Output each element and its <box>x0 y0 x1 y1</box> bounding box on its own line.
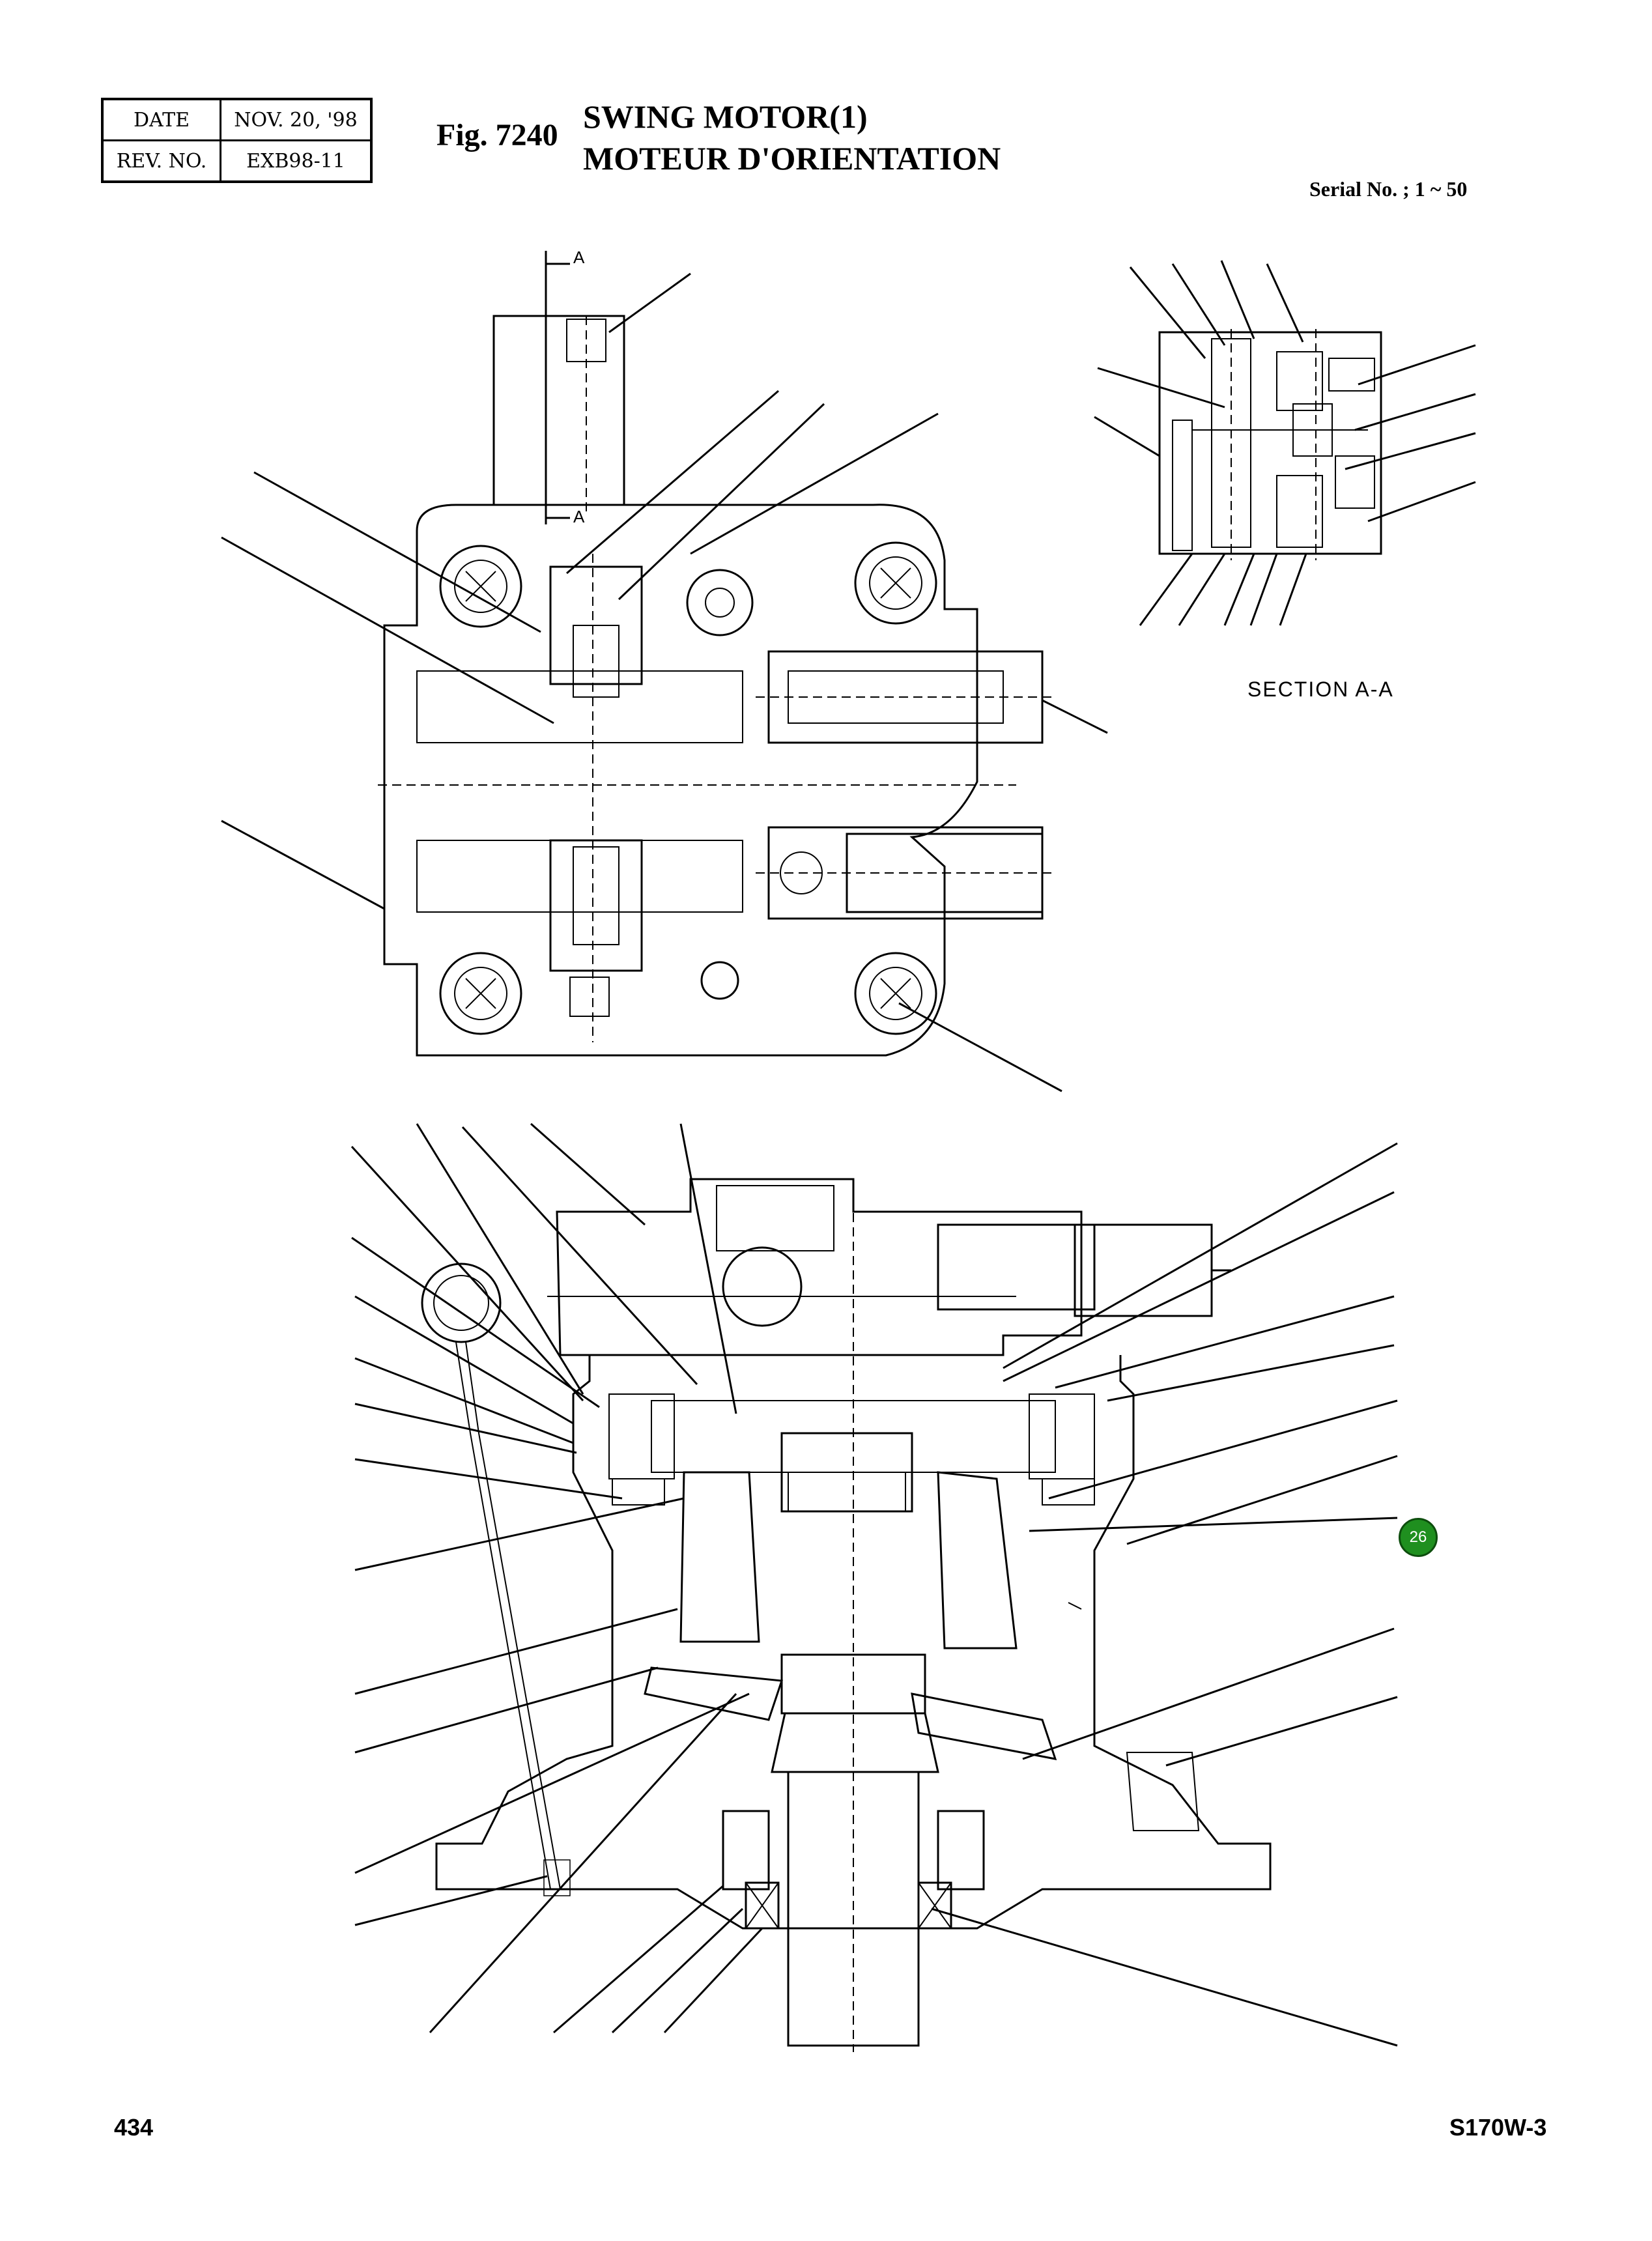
rev-label: REV. NO. <box>101 139 221 183</box>
serial-range: Serial No. ; 1 ~ 50 <box>1309 177 1468 201</box>
section-marker-lower: A <box>573 507 585 526</box>
valve-block-top-view <box>378 251 1055 1057</box>
part-callout-badge[interactable]: 26 <box>1399 1518 1438 1557</box>
section-a-a-view <box>1158 329 1382 560</box>
model-name: S170W-3 <box>1449 2114 1547 2141</box>
section-a-a-leader-lines <box>1094 260 1476 626</box>
revision-table: DATE NOV. 20, '98 REV. NO. EXB98-11 <box>101 98 373 183</box>
rev-value: EXB98-11 <box>220 139 373 183</box>
figure-number: Fig. 7240 <box>436 118 558 152</box>
section-caption: SECTION A-A <box>1247 678 1394 701</box>
section-marker-upper: A <box>573 248 585 267</box>
figure-title-french: MOTEUR D'ORIENTATION <box>583 140 1001 177</box>
section-leader-lines <box>350 1122 1398 2047</box>
figure-title-english: SWING MOTOR(1) <box>583 98 868 135</box>
page-number: 434 <box>114 2114 154 2141</box>
date-value: NOV. 20, '98 <box>220 98 373 141</box>
date-label: DATE <box>101 98 221 141</box>
top-view-leader-lines <box>221 272 1108 1092</box>
motor-cross-section <box>421 1178 1272 2052</box>
